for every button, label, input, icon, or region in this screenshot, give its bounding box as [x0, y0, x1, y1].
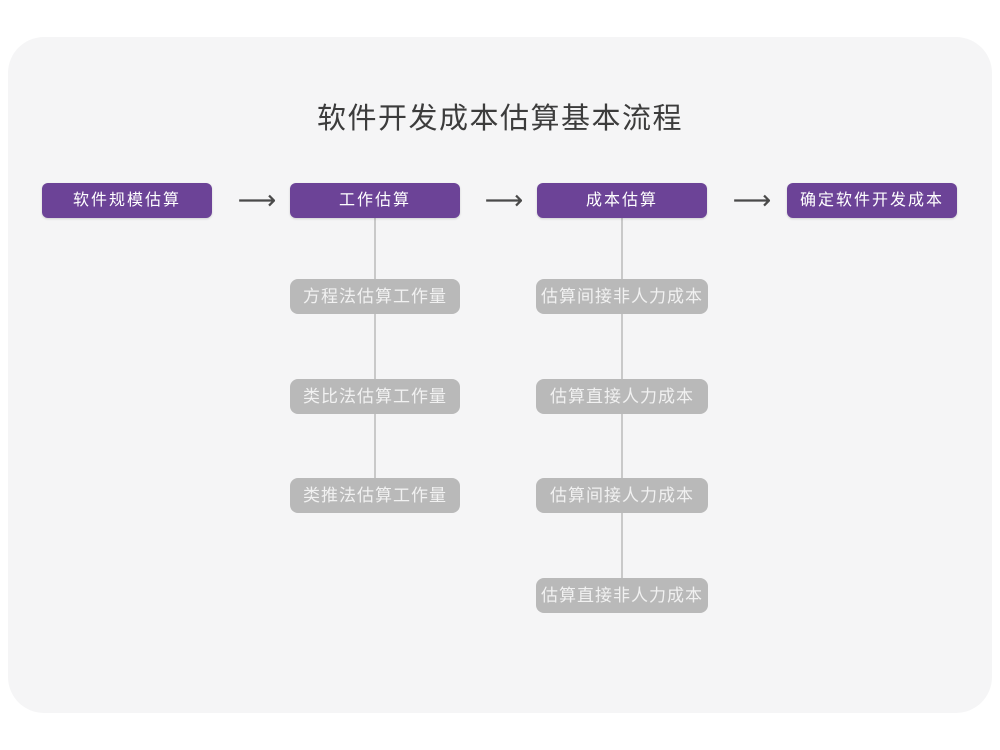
flow-node-work-estimation: 工作估算: [290, 183, 460, 218]
sub-node-indirect-labor-cost: 估算间接人力成本: [536, 478, 708, 513]
sub-node-extrapolation-method: 类推法估算工作量: [290, 478, 460, 513]
diagram-card: 软件开发成本估算基本流程 软件规模估算 ⟶ 工作估算 ⟶ 成本估算 ⟶ 确定软件…: [8, 37, 992, 713]
right-arrow-icon: ⟶: [732, 185, 772, 215]
sub-node-indirect-non-labor-cost: 估算间接非人力成本: [536, 279, 708, 314]
connector-line-work-estimation: [374, 218, 376, 478]
flow-node-determine-development-cost: 确定软件开发成本: [787, 183, 957, 218]
diagram-title: 软件开发成本估算基本流程: [316, 103, 683, 135]
sub-node-direct-labor-cost: 估算直接人力成本: [536, 379, 708, 414]
right-arrow-icon: ⟶: [484, 185, 524, 215]
flow-node-cost-estimation: 成本估算: [537, 183, 707, 218]
sub-node-equation-method: 方程法估算工作量: [290, 279, 460, 314]
flow-node-software-scale-estimation: 软件规模估算: [42, 183, 212, 218]
right-arrow-icon: ⟶: [237, 185, 277, 215]
sub-node-analogy-method: 类比法估算工作量: [290, 379, 460, 414]
sub-node-direct-non-labor-cost: 估算直接非人力成本: [536, 578, 708, 613]
